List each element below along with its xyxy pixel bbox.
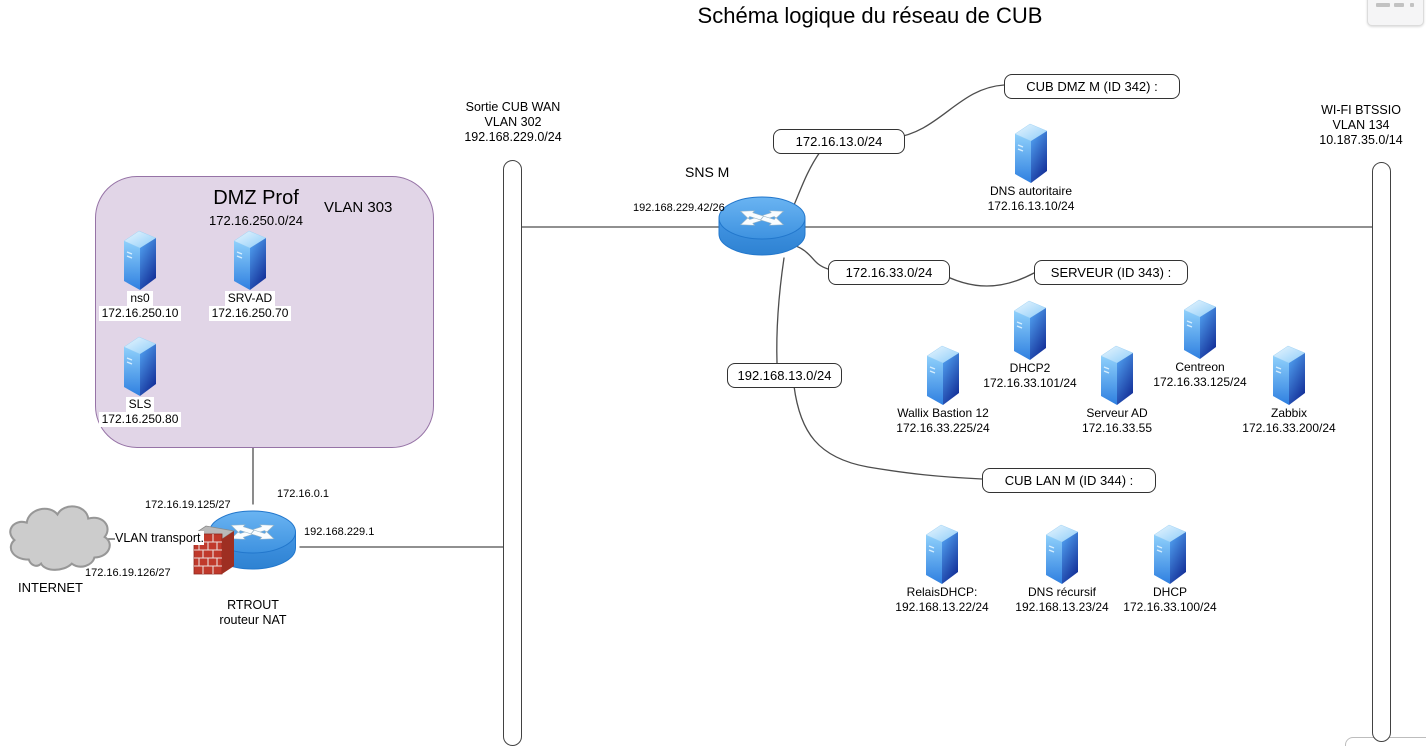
server-ip: 172.16.13.10/24 (987, 199, 1075, 213)
page-title: Schéma logique du réseau de CUB (697, 3, 1043, 28)
edge-sns-to-lanm-subnet (776, 257, 785, 364)
cloud-icon (9, 505, 111, 571)
server-icon (1272, 345, 1306, 406)
server-node-wallix[interactable]: Wallix Bastion 12 172.16.33.225/24 (868, 342, 1018, 436)
server-node-dns-recursif[interactable]: DNS récursif 192.168.13.23/24 (987, 521, 1137, 615)
wan-bus-vlan: VLAN 302 (484, 115, 542, 129)
toolbar-glyph (1376, 3, 1390, 7)
wan-bus-subnet: 192.168.229.0/24 (464, 130, 562, 144)
server-name: SLS (125, 397, 155, 412)
subnet-pill-serveur[interactable]: 172.16.33.0/24 (828, 260, 950, 285)
server-ip: 172.16.250.80 (98, 412, 182, 427)
server-name: ns0 (127, 291, 153, 306)
server-ip: 172.16.250.70 (208, 306, 292, 321)
subnet-pill-dmz-m[interactable]: 172.16.13.0/24 (773, 129, 905, 154)
server-name: SRV-AD (224, 291, 276, 306)
server-node-serveur-ad[interactable]: Serveur AD 172.16.33.55 (1042, 342, 1192, 436)
router-icon (718, 196, 806, 256)
group-pill-lan-m[interactable]: CUB LAN M (ID 344) : (982, 468, 1156, 493)
wan-bus-label: Sortie CUB WAN VLAN 302 192.168.229.0/24 (438, 100, 588, 145)
server-name: Serveur AD (1086, 406, 1148, 420)
server-node-relaisdhcp[interactable]: RelaisDHCP: 192.168.13.22/24 (867, 521, 1017, 615)
server-name: DNS récursif (1027, 585, 1096, 599)
sns-name: SNS M (685, 164, 730, 180)
server-name: DNS autoritaire (989, 184, 1073, 198)
server-node-centreon[interactable]: Centreon 172.16.33.125/24 (1125, 296, 1275, 390)
server-icon (1153, 524, 1187, 585)
server-node-dhcp[interactable]: DHCP 172.16.33.100/24 (1095, 521, 1245, 615)
server-node-zabbix[interactable]: Zabbix 172.16.33.200/24 (1214, 342, 1364, 436)
server-name: DHCP (1152, 585, 1187, 599)
wifi-bus-subnet: 10.187.35.0/14 (1319, 133, 1403, 147)
subnet-pill-lan-m[interactable]: 192.168.13.0/24 (727, 363, 842, 388)
server-name: Centreon (1175, 360, 1225, 374)
internet-label: INTERNET (18, 580, 83, 595)
server-ip: 172.16.33.125/24 (1153, 375, 1247, 389)
toolbar-glyph (1394, 3, 1404, 7)
wifi-bus-bar[interactable] (1372, 162, 1391, 742)
sns-router-node[interactable] (716, 194, 808, 258)
server-icon (1014, 123, 1048, 184)
server-node-dhcp2[interactable]: DHCP2 172.16.33.101/24 (955, 297, 1105, 391)
server-node-dns-autoritaire[interactable]: DNS autoritaire 172.16.13.10/24 (956, 120, 1106, 214)
server-ip: 172.16.33.101/24 (983, 376, 1077, 390)
wan-bus-bar[interactable] (503, 160, 522, 746)
server-node-ns0[interactable]: ns0 172.16.250.10 (75, 227, 205, 321)
toolbar-glyph (1410, 3, 1414, 7)
server-icon (925, 524, 959, 585)
wifi-bus-vlan: VLAN 134 (1332, 118, 1390, 132)
group-pill-dmz-m[interactable]: CUB DMZ M (ID 342) : (1004, 74, 1180, 99)
server-name: DHCP2 (1009, 361, 1051, 375)
edge-label-cloud-side-ip: 172.16.19.126/27 (85, 567, 171, 579)
sns-ip: 192.168.229.42/26 (633, 202, 725, 214)
server-ip: 172.16.33.55 (1081, 421, 1153, 435)
edge-label-router-lan-ip: 192.168.229.1 (304, 526, 375, 538)
internet-cloud-node[interactable] (0, 496, 115, 578)
edge-serveur-subnet-to-label (937, 271, 1035, 287)
server-icon (123, 336, 157, 397)
server-icon (1045, 524, 1079, 585)
server-name: RelaisDHCP: (906, 585, 978, 599)
wifi-bus-name: WI-FI BTSSIO (1321, 103, 1401, 117)
edge-lanm-subnet-to-label (793, 385, 983, 480)
server-ip: 172.16.33.200/24 (1242, 421, 1336, 435)
server-ip: 172.16.33.100/24 (1123, 600, 1217, 614)
edge-dmzm-subnet-to-label (892, 84, 1005, 139)
server-ip: 192.168.13.22/24 (895, 600, 989, 614)
group-pill-serveur[interactable]: SERVEUR (ID 343) : (1034, 260, 1188, 285)
edge-label-vlan-transport: VLAN transport. (115, 531, 204, 545)
server-ip: 172.16.33.225/24 (896, 421, 990, 435)
server-name: Zabbix (1270, 406, 1308, 420)
dmz-subnet: 172.16.250.0/24 (209, 213, 303, 228)
edge-label-router-inner-ip: 172.16.0.1 (277, 488, 329, 500)
server-ip: 192.168.13.23/24 (1015, 600, 1109, 614)
server-icon (233, 230, 267, 291)
rtrout-label: RTROUT routeur NAT (193, 598, 313, 628)
server-name: Wallix Bastion 12 (897, 406, 989, 420)
server-node-srv-ad[interactable]: SRV-AD 172.16.250.70 (185, 227, 315, 321)
rtrout-role: routeur NAT (219, 613, 287, 627)
dmz-vlan-label: VLAN 303 (324, 199, 393, 216)
wifi-bus-label: WI-FI BTSSIO VLAN 134 10.187.35.0/14 (1286, 103, 1426, 148)
dmz-title: DMZ Prof (213, 187, 299, 209)
server-ip: 172.16.250.10 (98, 306, 182, 321)
wan-bus-name: Sortie CUB WAN (465, 100, 561, 114)
server-node-sls[interactable]: SLS 172.16.250.80 (75, 333, 205, 427)
server-icon (123, 230, 157, 291)
toolbar-button-partial[interactable] (1367, 0, 1424, 26)
rtrout-name: RTROUT (227, 598, 279, 612)
edge-label-router-wan-ip: 172.16.19.125/27 (145, 499, 231, 511)
